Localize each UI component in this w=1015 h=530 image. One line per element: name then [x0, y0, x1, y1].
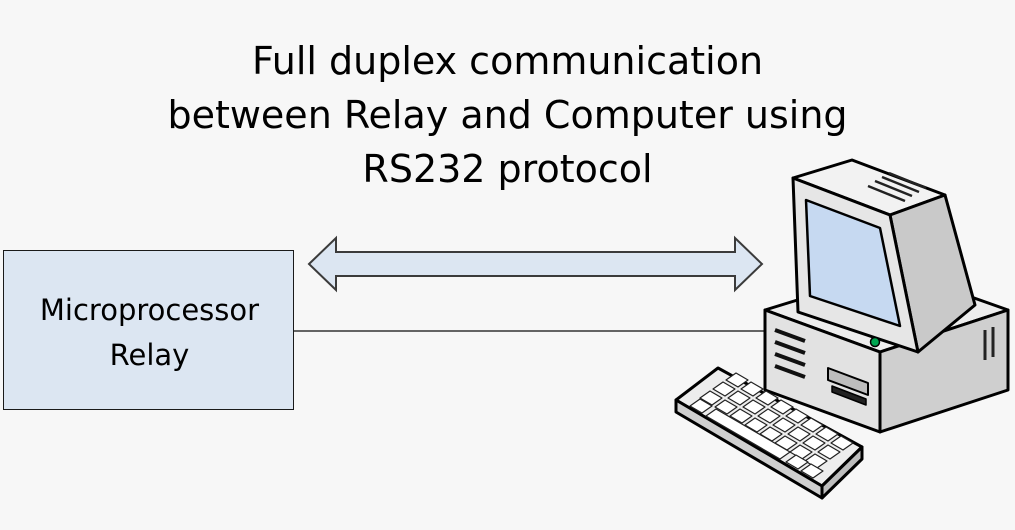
relay-label-line-1: Microprocessor	[39, 293, 260, 327]
system-unit-side	[878, 308, 1010, 434]
relay-label: Microprocessor Relay	[4, 288, 295, 378]
system-unit-vents	[774, 328, 806, 379]
desktop-computer-icon	[674, 158, 1010, 500]
bidirectional-arrow	[307, 235, 764, 293]
title-line-1: Full duplex communication	[251, 39, 764, 83]
drive-slot	[831, 385, 867, 406]
keyboard-side	[820, 445, 864, 500]
relay-label-line-2: Relay	[109, 338, 190, 372]
title-line-2: between Relay and Computer using	[167, 93, 848, 137]
monitor-vents	[867, 171, 927, 203]
side-vents	[983, 327, 995, 360]
microprocessor-relay-box: Microprocessor Relay	[3, 250, 294, 410]
title-line-3: RS232 protocol	[362, 147, 653, 191]
monitor-screen	[804, 198, 902, 328]
power-led-icon	[869, 336, 881, 348]
keyboard-keys	[689, 372, 854, 479]
diagram-title: Full duplex communication between Relay …	[0, 34, 1015, 196]
drive-bay	[827, 367, 869, 396]
